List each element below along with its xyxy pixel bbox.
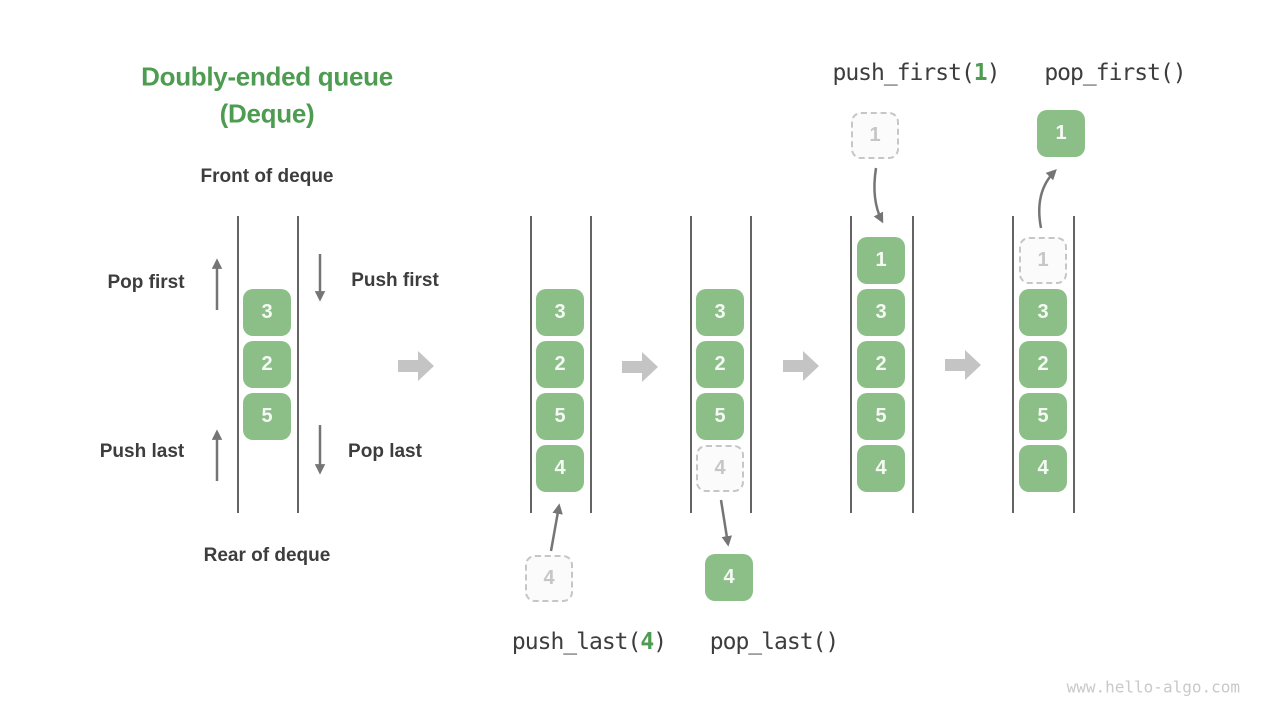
deque-cell: 5 <box>536 393 584 440</box>
op-text: ) <box>653 629 667 655</box>
push-first-label: Push first <box>351 270 439 291</box>
queue-wall <box>1012 216 1014 513</box>
deque-cell: 3 <box>696 289 744 336</box>
push-last-label: Push last <box>99 441 185 462</box>
queue-wall <box>297 216 299 513</box>
push-last-new-cell: 4 <box>525 555 573 602</box>
step-arrow-icon <box>622 352 658 382</box>
push-last-move-arrow-icon <box>549 503 563 552</box>
page-title-line2: (Deque) <box>219 98 315 129</box>
queue-wall <box>1073 216 1075 513</box>
queue-wall <box>237 216 239 513</box>
deque-cell: 3 <box>857 289 905 336</box>
deque-cell: 2 <box>536 341 584 388</box>
deque-cell: 4 <box>536 445 584 492</box>
rear-of-deque-label: Rear of deque <box>203 545 331 566</box>
step-arrow-icon <box>783 351 819 381</box>
deque-cell: 5 <box>696 393 744 440</box>
deque-cell: 2 <box>696 341 744 388</box>
pop-last-label: Pop last <box>348 441 422 462</box>
watermark: www.hello-algo.com <box>1066 677 1240 697</box>
push-first-move-arrow-icon <box>873 167 884 224</box>
pop-first-removed-cell: 1 <box>1037 110 1085 157</box>
deque-cell: 2 <box>1019 341 1067 388</box>
deque-cell: 5 <box>243 393 291 440</box>
queue-wall <box>590 216 592 513</box>
ghost-cell: 4 <box>696 445 744 492</box>
deque-cell: 5 <box>857 393 905 440</box>
pop-first-move-arrow-icon <box>1038 169 1057 229</box>
step-arrow-icon <box>398 351 434 381</box>
deque-cell: 3 <box>243 289 291 336</box>
op-pop-last-label: pop_last() <box>709 629 839 655</box>
deque-cell: 3 <box>1019 289 1067 336</box>
pop-last-removed-cell: 4 <box>705 554 753 601</box>
page-title-line1: Doubly-ended queue <box>141 61 393 92</box>
op-arg: 4 <box>640 629 654 655</box>
op-pop-first-label: pop_first() <box>1044 60 1186 86</box>
op-arg: 1 <box>973 60 988 86</box>
queue-wall <box>690 216 692 513</box>
op-text: ) <box>986 60 1001 86</box>
queue-wall <box>750 216 752 513</box>
queue-wall <box>850 216 852 513</box>
push-first-new-cell: 1 <box>851 112 899 159</box>
ghost-cell: 1 <box>1019 237 1067 284</box>
op-text: push_first( <box>832 60 974 86</box>
queue-wall <box>530 216 532 513</box>
step-arrow-icon <box>945 350 981 380</box>
front-of-deque-label: Front of deque <box>200 166 334 187</box>
queue-wall <box>912 216 914 513</box>
deque-cell: 4 <box>1019 445 1067 492</box>
pop-first-label: Pop first <box>107 272 185 293</box>
pop-last-move-arrow-icon <box>719 499 732 547</box>
op-push-first-label: push_first(1) <box>832 60 1001 86</box>
deque-cell: 2 <box>243 341 291 388</box>
deque-cell: 2 <box>857 341 905 388</box>
op-push-last-label: push_last(4) <box>511 629 667 655</box>
deque-cell: 5 <box>1019 393 1067 440</box>
deque-cell: 4 <box>857 445 905 492</box>
deque-cell: 1 <box>857 237 905 284</box>
op-text: push_last( <box>511 629 641 655</box>
deque-cell: 3 <box>536 289 584 336</box>
